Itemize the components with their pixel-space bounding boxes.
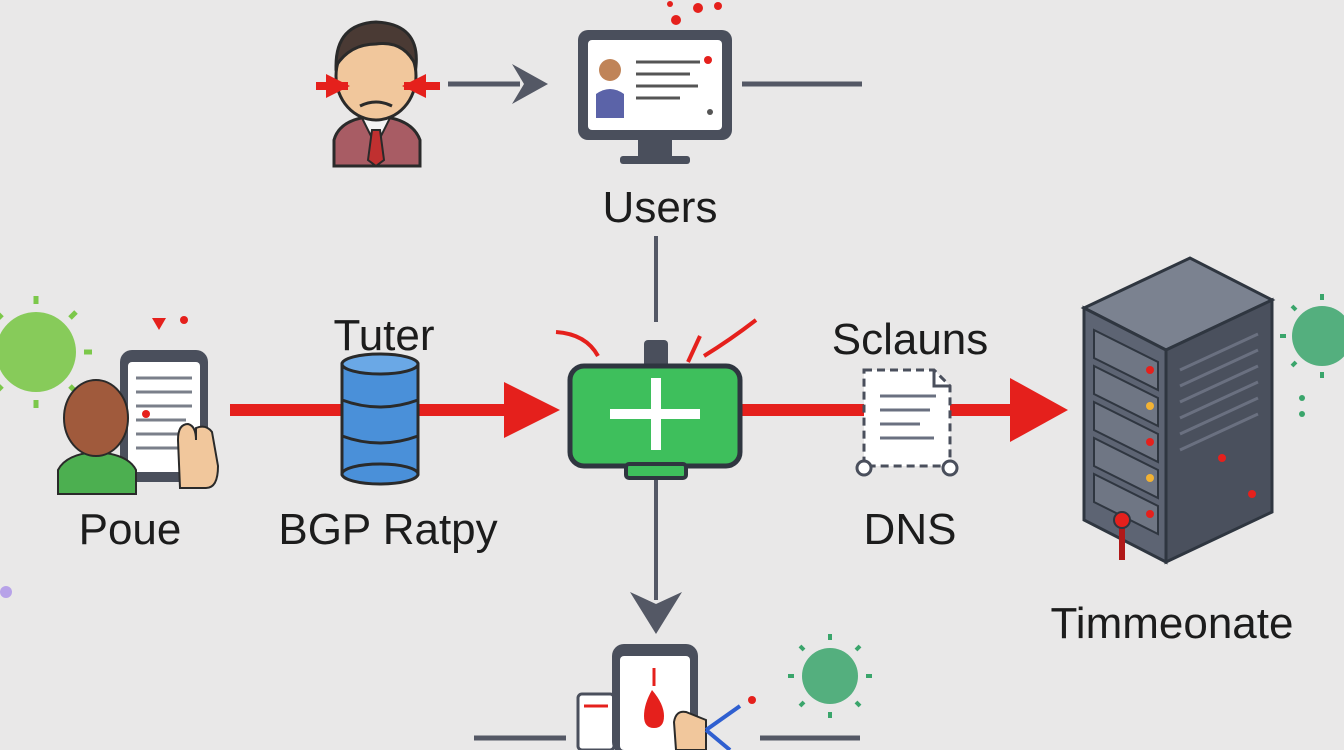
monitor-profile-icon: [578, 30, 732, 164]
red-dot: [714, 2, 722, 10]
label-poue: Poue: [79, 505, 182, 554]
virus-icon: [1280, 294, 1344, 417]
virus-icon: [0, 296, 92, 408]
hub-signal-mark-right: [702, 318, 758, 358]
attack-arrowhead-hub: [504, 382, 560, 438]
label-sclauns: Sclauns: [832, 315, 989, 364]
phone-bottom-icon: [576, 644, 756, 750]
red-dot: [671, 15, 681, 25]
label-timmeonate: Timmeonate: [1051, 599, 1294, 648]
document-icon: [855, 368, 959, 477]
attack-arrowhead-server: [1010, 378, 1068, 442]
label-bgp-ratpy: BGP Ratpy: [278, 505, 497, 554]
label-tuter: Tuter: [333, 311, 434, 360]
user-to-monitor-arrowhead: [512, 64, 548, 104]
phone-user-icon: [57, 316, 220, 495]
decorative-dot: [0, 586, 12, 598]
server-rack-icon: [1080, 256, 1276, 565]
person-attacked-icon: [316, 20, 440, 168]
virus-icon: [788, 634, 872, 718]
database-icon: [340, 352, 420, 486]
network-hub-icon: [567, 340, 743, 480]
hub-signal-mark-right2: [686, 335, 702, 363]
hub-to-bottom-arrowhead: [630, 592, 682, 634]
label-users: Users: [603, 183, 718, 232]
red-dot: [693, 3, 703, 13]
label-dns: DNS: [864, 505, 957, 554]
connectors: [448, 64, 862, 741]
red-dot: [667, 1, 673, 7]
hub-signal-mark-left: [555, 330, 600, 358]
